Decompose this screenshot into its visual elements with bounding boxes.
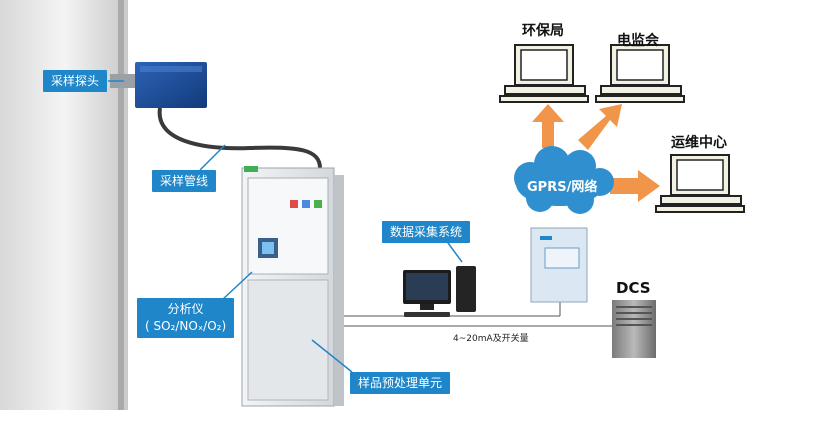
dcs-title: DCS — [616, 279, 651, 297]
terminal-epb — [499, 44, 589, 103]
stack-seam — [118, 0, 124, 410]
analyzer-label-line2: ( SO₂/NOₓ/O₂) — [145, 319, 227, 333]
cloud-title: GPRS/网络 — [527, 180, 598, 195]
pc-computer — [403, 266, 476, 317]
probe-unit — [110, 62, 207, 108]
ops-title: 运维中心 — [671, 135, 727, 151]
analyzer-label: 分析仪 ( SO₂/NOₓ/O₂) — [137, 298, 235, 338]
analyzer-label-line1: 分析仪 — [167, 302, 204, 316]
daq-device — [530, 227, 588, 303]
sampling-pipe — [157, 107, 322, 169]
arrows — [532, 104, 660, 202]
signal-text: 4~20mA及开关量 — [453, 334, 529, 344]
epb-title: 环保局 — [522, 23, 564, 39]
cabinet — [241, 166, 344, 407]
daq-label: 数据采集系统 — [382, 221, 471, 243]
cloud-shape — [514, 146, 614, 214]
pretreat-label: 样品预处理单元 — [350, 372, 451, 394]
grid-title: 电监会 — [617, 33, 659, 49]
terminal-ops — [655, 154, 745, 213]
pipe-label: 采样管线 — [152, 170, 217, 192]
dcs-server — [612, 300, 656, 358]
arrow-to-epb — [532, 104, 564, 148]
probe-label: 采样探头 — [43, 70, 108, 92]
terminal-grid — [595, 44, 685, 103]
arrow-to-grid — [578, 104, 622, 150]
arrow-to-ops — [610, 170, 660, 202]
stack-wall — [0, 0, 128, 410]
